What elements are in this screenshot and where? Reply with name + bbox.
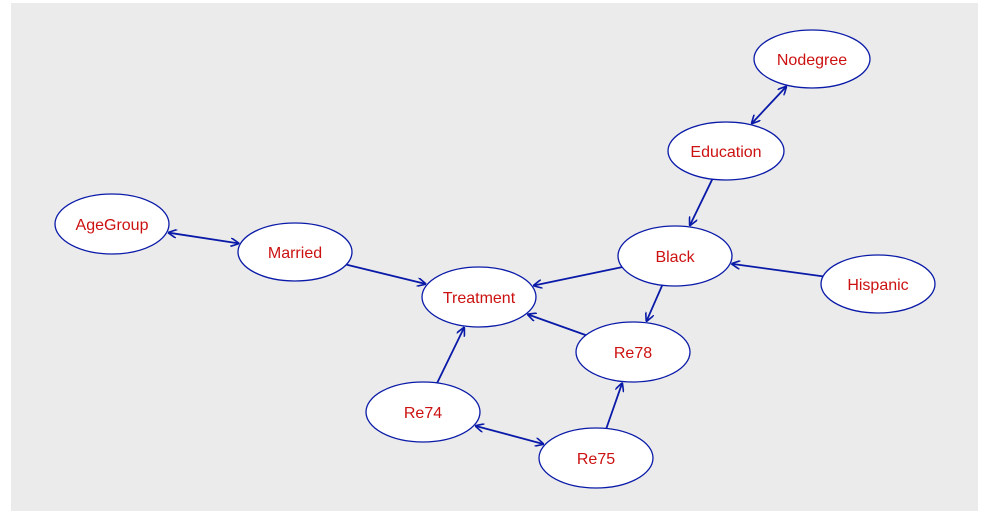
node-label-hispanic: Hispanic (847, 277, 908, 294)
node-re74: Re74 (365, 381, 481, 443)
node-agegroup: AgeGroup (54, 193, 170, 255)
node-ellipse-education (667, 121, 785, 181)
node-label-married: Married (268, 245, 322, 262)
node-ellipse-re75 (538, 427, 654, 489)
edge-re74-treatment (436, 328, 464, 384)
edge-re78-treatment (528, 315, 587, 337)
node-label-re75: Re75 (577, 451, 615, 468)
node-label-black: Black (655, 249, 695, 266)
node-label-re74: Re74 (404, 405, 442, 422)
node-ellipse-nodegree (753, 29, 871, 89)
node-re75: Re75 (538, 427, 654, 489)
edge-nodegree-education (752, 87, 786, 124)
node-education: Education (667, 121, 785, 181)
edge-married-treatment (346, 263, 425, 284)
edge-agegroup-married (169, 233, 239, 244)
edges-layer (169, 87, 824, 444)
node-label-treatment: Treatment (443, 290, 516, 307)
node-ellipse-black (617, 225, 733, 287)
edge-black-treatment (534, 266, 623, 285)
node-hispanic: Hispanic (820, 254, 936, 314)
node-married: Married (237, 222, 353, 282)
node-label-agegroup: AgeGroup (76, 217, 149, 234)
node-re78: Re78 (575, 321, 691, 383)
node-nodegree: Nodegree (753, 29, 871, 89)
node-ellipse-re78 (575, 321, 691, 383)
node-label-re78: Re78 (614, 345, 652, 362)
node-ellipse-treatment (421, 266, 537, 328)
edge-hispanic-black (732, 264, 824, 278)
edge-re74-re75 (476, 426, 543, 444)
node-ellipse-re74 (365, 381, 481, 443)
node-label-education: Education (690, 144, 761, 161)
node-ellipse-hispanic (820, 254, 936, 314)
edge-black-re78 (647, 284, 664, 321)
node-ellipse-married (237, 222, 353, 282)
node-label-nodegree: Nodegree (777, 52, 847, 69)
node-black: Black (617, 225, 733, 287)
node-ellipse-agegroup (54, 193, 170, 255)
edge-education-black (690, 178, 714, 225)
edge-re75-re78 (605, 383, 622, 429)
node-treatment: Treatment (421, 266, 537, 328)
